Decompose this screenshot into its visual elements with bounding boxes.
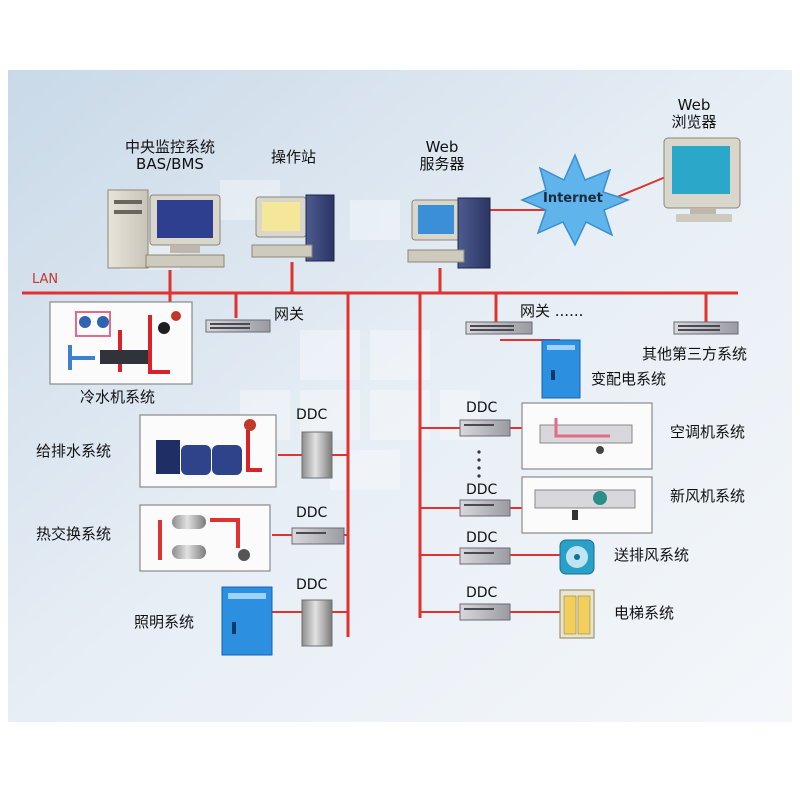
water-system-label: 给排水系统: [36, 442, 112, 460]
ddc-label-air-handler: DDC: [466, 400, 498, 416]
ddc-label-ventilation: DDC: [466, 530, 498, 546]
gateway-right-label: 网关 ......: [520, 302, 584, 320]
web-browser-label: Web 浏览器: [664, 96, 724, 132]
ddc-unit-air-handler-icon: [459, 419, 511, 437]
air-handler-panel: [521, 402, 653, 470]
web-browser-subtitle: 浏览器: [671, 113, 717, 132]
web-browser-monitor-icon: [663, 137, 741, 222]
elevator-label: 电梯系统: [614, 604, 675, 622]
lan-label: LAN: [32, 272, 59, 287]
workstation-computer-icon: [251, 194, 335, 262]
lan-network-lines: [22, 262, 738, 637]
heat-exchange-panel: [139, 504, 271, 572]
air-handler-label: 空调机系统: [670, 423, 746, 441]
chiller-system-panel: [49, 301, 193, 385]
exhaust-fan-icon: [559, 539, 595, 575]
web-server-icon: [407, 197, 491, 269]
gateway-left-device-icon: [205, 319, 271, 333]
fresh-air-label: 新风机系统: [670, 487, 746, 505]
ddc-unit-elevator-icon: [459, 603, 511, 621]
lighting-panel-icon: [221, 586, 273, 656]
ddc-label-water: DDC: [296, 407, 328, 423]
web-server-label: Web 服务器: [412, 138, 472, 174]
heat-exchange-label: 热交换系统: [36, 525, 112, 543]
power-distribution-label: 变配电系统: [591, 370, 667, 388]
water-system-panel: [139, 414, 277, 488]
fresh-air-panel: [521, 476, 653, 534]
web-browser-title: Web: [677, 96, 711, 114]
third-party-label: 其他第三方系统: [642, 345, 748, 363]
ddc-unit-lighting-icon: [301, 599, 333, 647]
gateway-left-label: 网关: [274, 305, 305, 323]
elevator-icon: [559, 589, 595, 639]
central-computer-icon: [107, 189, 225, 269]
third-party-device-icon: [673, 321, 739, 335]
ddc-label-lighting: DDC: [296, 577, 328, 593]
ddc-unit-heat-icon: [291, 527, 345, 545]
web-server-title: Web: [425, 138, 459, 156]
web-server-subtitle: 服务器: [419, 155, 465, 174]
internet-label: Internet: [543, 191, 603, 206]
vertical-ellipsis: [477, 450, 481, 478]
internet-cloud-icon: [520, 153, 631, 247]
ddc-unit-water-icon: [301, 431, 333, 479]
lighting-system-label: 照明系统: [134, 613, 195, 631]
ddc-unit-ventilation-icon: [459, 547, 511, 565]
workstation-label: 操作站: [271, 148, 317, 166]
central-monitor-label: 中央监控系统 BAS/BMS: [100, 138, 240, 174]
ddc-unit-fresh-air-icon: [459, 499, 511, 517]
power-cabinet-icon: [541, 339, 581, 399]
ddc-label-heat: DDC: [296, 505, 328, 521]
central-monitor-title: 中央监控系统: [124, 138, 215, 156]
ddc-label-elevator: DDC: [466, 585, 498, 601]
ventilation-label: 送排风系统: [614, 546, 690, 564]
ddc-label-fresh-air: DDC: [466, 482, 498, 498]
background-grid: [120, 180, 480, 490]
gateway-right-device-icon: [465, 321, 533, 335]
central-monitor-subtitle: BAS/BMS: [136, 155, 204, 174]
chiller-system-label: 冷水机系统: [80, 388, 156, 406]
